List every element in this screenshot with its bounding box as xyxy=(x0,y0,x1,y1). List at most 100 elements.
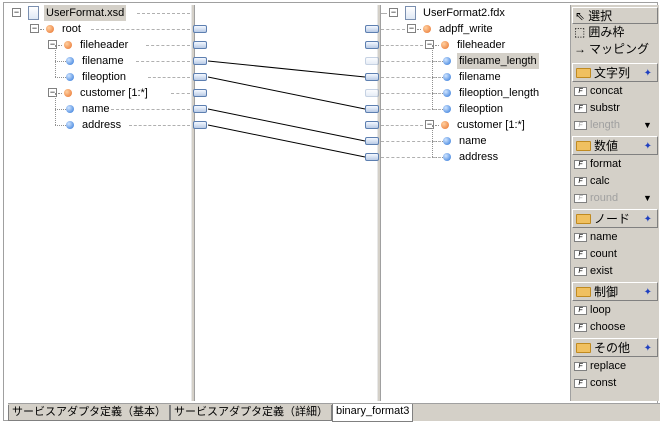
tree-connector xyxy=(40,29,44,30)
mapping-line[interactable] xyxy=(207,60,366,78)
folder-icon xyxy=(576,287,591,297)
pin-icon[interactable]: ✦ xyxy=(643,141,652,152)
target-port[interactable] xyxy=(365,153,379,161)
function-icon: F xyxy=(574,86,587,96)
tree-node-label: customer [1:*] xyxy=(80,87,148,99)
tree-node[interactable]: −fileheader xyxy=(4,37,192,53)
tree-node[interactable]: − customer [1:*] xyxy=(4,85,192,101)
tree-node[interactable]: filename xyxy=(381,61,569,85)
collapse-toggle-icon[interactable]: − xyxy=(30,23,39,33)
collapse-toggle-icon[interactable]: − xyxy=(12,7,21,17)
tree-node[interactable]: name xyxy=(4,93,192,117)
target-port[interactable] xyxy=(365,137,379,145)
tree-node[interactable]: fileoption_length xyxy=(381,77,569,101)
leader-line xyxy=(136,13,190,14)
mapping-line[interactable] xyxy=(207,108,366,142)
tree-node[interactable]: address xyxy=(381,141,569,165)
attribute-node-icon xyxy=(66,73,74,81)
tree-node[interactable]: name xyxy=(381,125,569,149)
attribute-node-icon xyxy=(443,57,451,65)
tree-connector xyxy=(55,125,66,126)
palette-group-header[interactable]: その他✦ xyxy=(572,338,658,357)
editor-tabs: サービスアダプタ定義（基本）サービスアダプタ定義（詳細）binary_forma… xyxy=(8,403,660,422)
palette-group-header[interactable]: 制御✦ xyxy=(572,282,658,301)
element-node-icon xyxy=(46,25,54,33)
pin-icon[interactable]: ✦ xyxy=(643,214,652,225)
source-port[interactable] xyxy=(193,25,207,33)
tree-node[interactable]: filename_length xyxy=(381,45,569,69)
source-port[interactable] xyxy=(193,41,207,49)
tab-2[interactable]: binary_format3 xyxy=(332,404,414,422)
attribute-node-icon xyxy=(443,105,451,113)
target-port[interactable] xyxy=(365,89,379,97)
collapse-toggle-icon[interactable]: − xyxy=(48,87,57,97)
tree-connector xyxy=(432,93,433,109)
target-port[interactable] xyxy=(365,57,379,65)
palette-group-label: ノード xyxy=(594,212,631,226)
pin-icon[interactable]: ✦ xyxy=(643,68,652,79)
source-port[interactable] xyxy=(193,73,207,81)
pin-icon[interactable]: ✦ xyxy=(643,287,652,298)
source-port[interactable] xyxy=(193,57,207,65)
tree-node[interactable]: −fileheader xyxy=(381,37,569,53)
target-port[interactable] xyxy=(365,105,379,113)
palette-group-header[interactable]: ノード ✦ xyxy=(572,209,658,228)
collapse-toggle-icon[interactable]: − xyxy=(425,39,434,49)
mapping-canvas[interactable] xyxy=(195,3,378,399)
collapse-toggle-icon[interactable]: − xyxy=(389,7,398,17)
splitter-right[interactable] xyxy=(377,5,381,401)
tree-node[interactable]: fileoption xyxy=(381,93,569,117)
target-port[interactable] xyxy=(365,25,379,33)
tree-node[interactable]: −UserFormat2.fdx xyxy=(381,5,569,21)
tree-node[interactable]: −customer [1:*] xyxy=(381,117,569,133)
palette-group-header[interactable]: 数値 ✦ xyxy=(572,136,658,155)
tree-node[interactable]: −root xyxy=(4,21,192,37)
tree-node[interactable]: −UserFormat.xsd xyxy=(4,5,192,21)
splitter-left[interactable] xyxy=(191,5,195,401)
tree-node[interactable]: −adpff_write xyxy=(381,21,569,37)
collapse-toggle-icon[interactable]: − xyxy=(48,39,57,49)
tree-node-label: filename_length xyxy=(457,53,539,69)
palette-tool[interactable]: ⬚囲み枠 xyxy=(574,24,624,41)
tab-0[interactable]: サービスアダプタ定義（基本） xyxy=(8,405,170,421)
scroll-down-arrow-icon[interactable]: ▼ xyxy=(643,193,652,203)
target-port[interactable] xyxy=(365,121,379,129)
palette-group-label: 数値 xyxy=(594,139,619,153)
source-port[interactable] xyxy=(193,89,207,97)
leader-line xyxy=(135,61,190,62)
tab-1[interactable]: サービスアダプタ定義（詳細） xyxy=(170,405,332,421)
tree-node-label: address xyxy=(82,119,122,131)
tree-node[interactable]: address xyxy=(4,109,192,133)
scroll-down-arrow-icon[interactable]: ▼ xyxy=(643,120,652,130)
tree-node[interactable]: filename xyxy=(4,45,192,69)
source-port[interactable] xyxy=(193,121,207,129)
leader-line xyxy=(381,93,441,94)
palette-group-header[interactable]: 文字列✦ xyxy=(572,63,658,82)
tree-node[interactable]: fileoption xyxy=(4,61,192,85)
pin-icon[interactable]: ✦ xyxy=(643,343,652,354)
mapping-line[interactable] xyxy=(207,124,366,158)
target-port[interactable] xyxy=(365,73,379,81)
tree-connector xyxy=(435,125,439,126)
palette-tool[interactable]: ⇖選択 xyxy=(572,7,658,24)
palette-tool[interactable]: →マッピング xyxy=(574,41,649,58)
collapse-toggle-icon[interactable]: − xyxy=(407,23,416,33)
mapping-line[interactable] xyxy=(207,76,366,110)
file-icon xyxy=(405,6,416,20)
target-port[interactable] xyxy=(365,41,379,49)
source-port[interactable] xyxy=(193,105,207,113)
collapse-toggle-icon[interactable]: − xyxy=(425,119,434,129)
